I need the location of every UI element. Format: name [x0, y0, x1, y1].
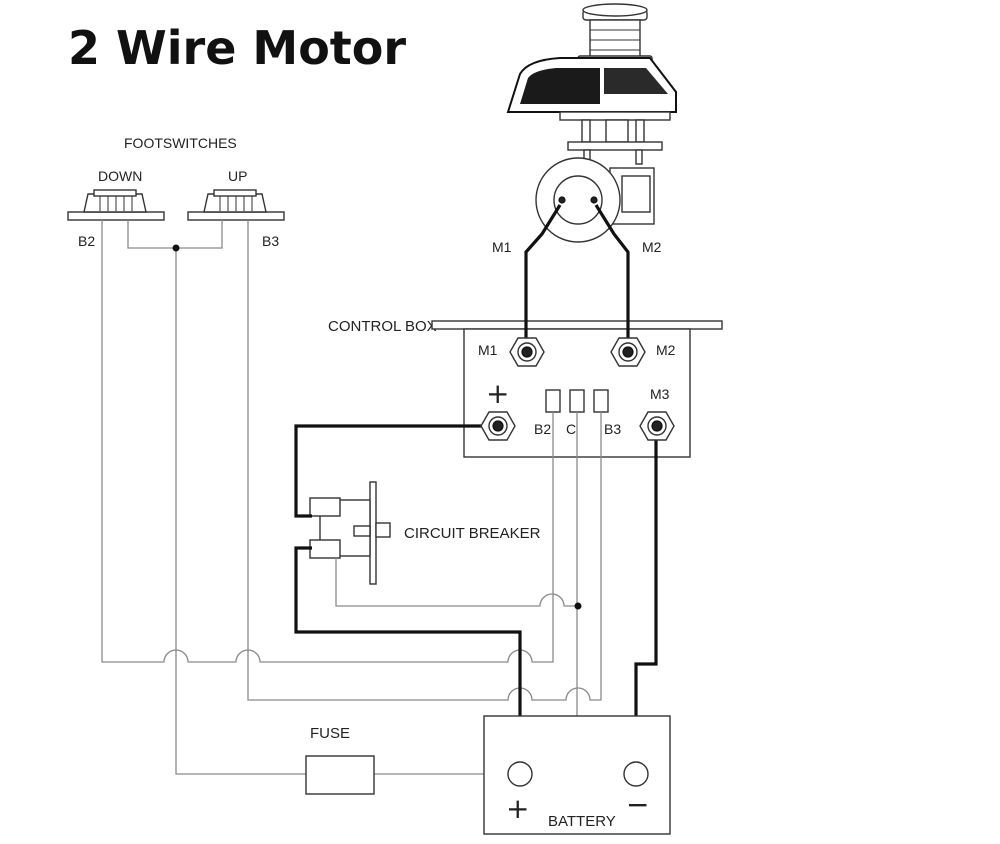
terminal-nut-m1 — [509, 337, 545, 367]
footswitch-b2-label: B2 — [78, 233, 95, 249]
terminal-nut-m3 — [639, 411, 675, 441]
control-box-plus-label: + — [486, 377, 509, 410]
footswitch-down-label: DOWN — [98, 168, 142, 184]
terminal-b3 — [593, 389, 609, 413]
control-box-m2-label: M2 — [656, 342, 676, 358]
fuse — [305, 755, 375, 795]
junction-dot-footswitch — [172, 244, 180, 252]
fuse-label: FUSE — [310, 725, 350, 742]
motor-terminal-m2-label: M2 — [642, 239, 662, 255]
control-box-flange — [431, 320, 723, 330]
control-box-label: CONTROL BOX — [328, 318, 437, 335]
circuit-breaker — [309, 481, 391, 585]
battery-negative-post — [623, 761, 649, 787]
footswitch-up — [187, 189, 285, 221]
footswitch-b3-label: B3 — [262, 233, 279, 249]
thin-wires — [101, 220, 629, 775]
terminal-c — [569, 389, 585, 413]
windlass-motor — [506, 3, 677, 243]
battery-label: BATTERY — [548, 813, 616, 830]
battery-positive-symbol: + — [506, 792, 529, 825]
control-box-m1-label: M1 — [478, 342, 498, 358]
thick-wires — [294, 204, 658, 762]
motor-terminal-m1-label: M1 — [492, 239, 512, 255]
footswitch-down — [67, 189, 165, 221]
footswitches-heading: FOOTSWITCHES — [124, 135, 237, 151]
terminal-b2 — [545, 389, 561, 413]
control-box-b3-label: B3 — [604, 421, 621, 437]
circuit-breaker-label: CIRCUIT BREAKER — [404, 525, 541, 542]
footswitch-up-label: UP — [228, 168, 247, 184]
battery-positive-post — [507, 761, 533, 787]
control-box-c-label: C — [566, 421, 576, 437]
control-box-m3-label: M3 — [650, 386, 670, 402]
terminal-nut-m2 — [610, 337, 646, 367]
junction-dot-c — [574, 602, 582, 610]
diagram-title: 2 Wire Motor — [68, 21, 406, 75]
control-box-b2-label: B2 — [534, 421, 551, 437]
battery-negative-symbol: − — [626, 788, 649, 821]
terminal-nut-plus — [480, 411, 516, 441]
